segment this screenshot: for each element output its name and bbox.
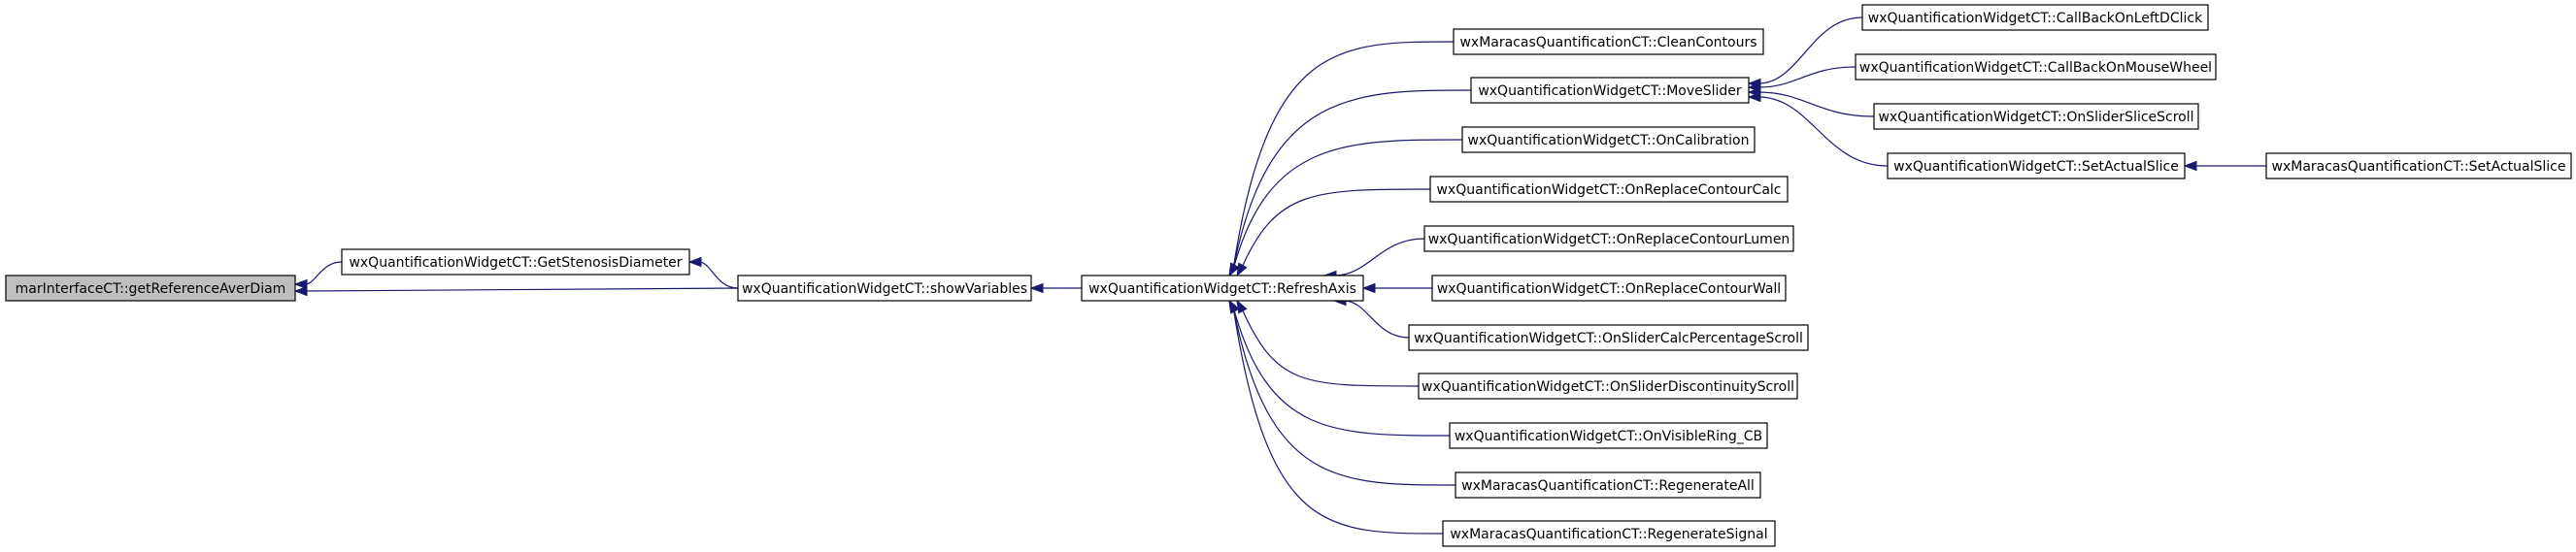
node-box[interactable] (737, 275, 1032, 302)
arrowhead (1228, 299, 1240, 314)
call-edge (1757, 96, 1889, 167)
node-box[interactable] (341, 248, 690, 276)
arrowhead (1747, 91, 1761, 103)
call-edge (1232, 89, 1472, 271)
node-box[interactable] (1442, 520, 1776, 547)
node-label: wxQuantificationWidgetCT::CallBackOnMous… (1859, 60, 2212, 76)
node-wxmaracasquantificationct-regeneratesignal[interactable]: wxMaracasQuantificationCT::RegenerateSig… (1442, 520, 1776, 547)
call-edge (1343, 300, 1410, 339)
arrowhead (1236, 299, 1248, 314)
arrowhead (1236, 262, 1248, 277)
node-box[interactable] (1455, 471, 1761, 499)
call-edge (1333, 238, 1425, 276)
call-edge (1240, 188, 1431, 271)
node-label: wxMaracasQuantificationCT::RegenerateAll (1461, 478, 1755, 494)
arrowhead (1361, 282, 1376, 294)
call-edge (1232, 306, 1451, 437)
node-wxquantificationwidgetct-onslidercalcpercentagescroll[interactable]: wxQuantificationWidgetCT::OnSliderCalcPe… (1408, 324, 1809, 351)
node-label: wxQuantificationWidgetCT::OnReplaceConto… (1428, 232, 1790, 247)
node-wxquantificationwidgetct-callbackonleftdclick[interactable]: wxQuantificationWidgetCT::CallBackOnLeft… (1861, 4, 2209, 31)
node-box[interactable] (1453, 28, 1764, 55)
node-wxquantificationwidgetct-oncalibration[interactable]: wxQuantificationWidgetCT::OnCalibration (1461, 126, 1756, 153)
node-box[interactable] (1861, 4, 2209, 31)
call-edge (304, 261, 343, 285)
node-wxquantificationwidgetct-onsliderdiscontinuityscroll[interactable]: wxQuantificationWidgetCT::OnSliderDiscon… (1418, 373, 1798, 400)
node-label: wxQuantificationWidgetCT::OnCalibration (1468, 133, 1750, 148)
call-edge (698, 261, 739, 289)
node-box[interactable] (1081, 275, 1364, 302)
node-box[interactable] (1873, 103, 2199, 130)
call-edge (1757, 66, 1857, 88)
node-label: wxQuantificationWidgetCT::showVariables (742, 281, 1027, 297)
node-box[interactable] (1431, 275, 1787, 302)
node-wxmaracasquantificationct-cleancontours[interactable]: wxMaracasQuantificationCT::CleanContours (1453, 28, 1764, 55)
node-label: wxQuantificationWidgetCT::RefreshAxis (1088, 281, 1356, 297)
node-wxquantificationwidgetct-onvisiblering-cb[interactable]: wxQuantificationWidgetCT::OnVisibleRing_… (1449, 422, 1768, 449)
node-box[interactable] (1408, 324, 1809, 351)
node-box[interactable] (1470, 77, 1750, 104)
node-label: wxQuantificationWidgetCT::OnSliderSliceS… (1878, 110, 2193, 125)
call-edge (1240, 306, 1420, 387)
node-label: wxMaracasQuantificationCT::CleanContours (1459, 35, 1756, 50)
node-wxquantificationwidgetct-onsliderslicescroll[interactable]: wxQuantificationWidgetCT::OnSliderSliceS… (1873, 103, 2199, 130)
node-label: wxQuantificationWidgetCT::GetStenosisDia… (349, 255, 682, 271)
node-wxmaracasquantificationct-regenerateall[interactable]: wxMaracasQuantificationCT::RegenerateAll (1455, 471, 1761, 499)
node-label: marInterfaceCT::getReferenceAverDiam (16, 281, 286, 297)
node-wxquantificationwidgetct-onreplacecontourlumen[interactable]: wxQuantificationWidgetCT::OnReplaceConto… (1423, 225, 1794, 252)
arrowhead (293, 278, 308, 290)
node-wxquantificationwidgetct-setactualslice[interactable]: wxQuantificationWidgetCT::SetActualSlice (1887, 152, 2186, 179)
arrowhead (687, 256, 702, 268)
node-box[interactable] (5, 275, 296, 302)
arrowhead (2183, 160, 2197, 172)
node-wxquantificationwidgetct-showvariables[interactable]: wxQuantificationWidgetCT::showVariables (737, 275, 1032, 302)
node-label: wxQuantificationWidgetCT::CallBackOnLeft… (1868, 11, 2203, 26)
node-label: wxQuantificationWidgetCT::OnSliderDiscon… (1422, 379, 1794, 395)
node-box[interactable] (1855, 53, 2217, 81)
node-label: wxQuantificationWidgetCT::OnReplaceConto… (1437, 281, 1781, 297)
arrowhead (1029, 282, 1044, 294)
node-label: wxQuantificationWidgetCT::OnSliderCalcPe… (1414, 331, 1803, 346)
node-label: wxMaracasQuantificationCT::RegenerateSig… (1450, 527, 1767, 542)
node-box[interactable] (1423, 225, 1794, 252)
node-wxquantificationwidgetct-refreshaxis[interactable]: wxQuantificationWidgetCT::RefreshAxis (1081, 275, 1364, 302)
node-box[interactable] (1461, 126, 1756, 153)
call-edge (1232, 306, 1456, 486)
node-box[interactable] (1449, 422, 1768, 449)
call-edge (1232, 139, 1463, 271)
node-wxquantificationwidgetct-getstenosisdiameter[interactable]: wxQuantificationWidgetCT::GetStenosisDia… (341, 248, 690, 276)
call-edge (1757, 16, 1863, 84)
node-box[interactable] (2265, 152, 2572, 179)
call-edge (304, 287, 739, 292)
node-wxquantificationwidgetct-onreplacecontourwall[interactable]: wxQuantificationWidgetCT::OnReplaceConto… (1431, 275, 1787, 302)
node-wxquantificationwidgetct-moveslider[interactable]: wxQuantificationWidgetCT::MoveSlider (1470, 77, 1750, 104)
node-box[interactable] (1429, 176, 1789, 203)
arrowhead (1228, 262, 1240, 277)
node-label: wxMaracasQuantificationCT::SetActualSlic… (2272, 159, 2566, 175)
nodes-layer: marInterfaceCT::getReferenceAverDiamwxQu… (5, 4, 2572, 547)
node-box[interactable] (1418, 373, 1798, 400)
node-label: wxQuantificationWidgetCT::OnReplaceConto… (1436, 182, 1781, 198)
node-wxquantificationwidgetct-callbackonmousewheel[interactable]: wxQuantificationWidgetCT::CallBackOnMous… (1855, 53, 2217, 81)
call-edge (1232, 41, 1455, 271)
node-box[interactable] (1887, 152, 2186, 179)
call-edge (1232, 306, 1444, 535)
arrowhead (293, 285, 308, 297)
edges-layer (293, 16, 2266, 535)
node-label: wxQuantificationWidgetCT::MoveSlider (1478, 83, 1742, 99)
node-wxmaracasquantificationct-setactualslice[interactable]: wxMaracasQuantificationCT::SetActualSlic… (2265, 152, 2572, 179)
node-label: wxQuantificationWidgetCT::OnVisibleRing_… (1455, 429, 1762, 444)
node-label: wxQuantificationWidgetCT::SetActualSlice (1893, 159, 2179, 175)
node-wxquantificationwidgetct-onreplacecontourcalc[interactable]: wxQuantificationWidgetCT::OnReplaceConto… (1429, 176, 1789, 203)
node-marinterfacect-getreferenceaverdiam[interactable]: marInterfaceCT::getReferenceAverDiam (5, 275, 296, 302)
call-edge (1757, 91, 1875, 117)
